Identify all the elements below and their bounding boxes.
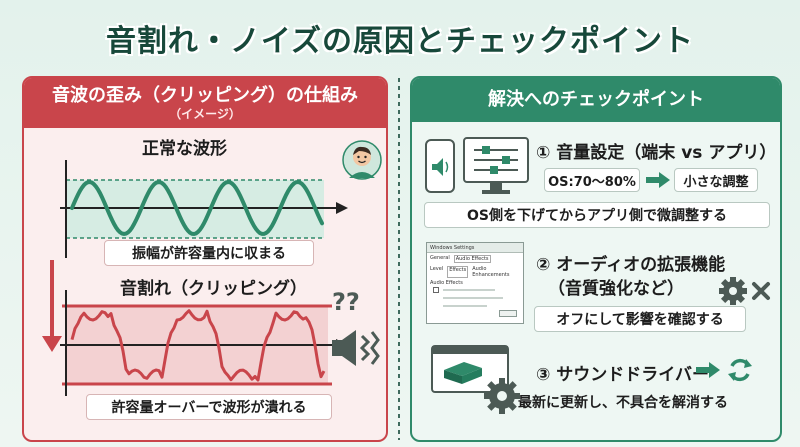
refresh-icon: [728, 358, 752, 382]
slider-knob: [482, 146, 490, 154]
os-volume-level: OS:70～80%: [544, 168, 640, 192]
dialog-checkbox: [433, 287, 439, 293]
confusion-marks: ??: [332, 288, 360, 316]
clip-wave-caption: 許容量オーバーで波形が潰れる: [86, 394, 332, 420]
panel-divider: [398, 78, 400, 440]
arrow-right-icon: [696, 362, 720, 378]
waveform-illustration: [42, 160, 348, 396]
gear-icon: [484, 378, 520, 414]
clipping-panel-heading: 音波の歪み（クリッピング）の仕組み: [52, 85, 358, 106]
slider-knob: [502, 156, 510, 164]
distorted-speaker-icon: [332, 330, 380, 366]
normal-wave-caption: 振幅が許容量内に収まる: [104, 240, 314, 266]
close-icon: [752, 282, 770, 300]
normal-x-arrow: [336, 202, 348, 214]
slider-knob: [490, 166, 498, 174]
clipping-panel-subheading: （イメージ）: [169, 107, 241, 121]
dialog-subtabs: Level Effects Audio Enhancements: [427, 265, 523, 279]
dialog-tabs: General Audio Effects: [427, 253, 523, 265]
clipping-panel: 音波の歪み（クリッピング）の仕組み （イメージ） 正常な波形 振幅が許: [22, 76, 388, 442]
listener-avatar: [342, 140, 382, 180]
arrow-right-icon: [646, 172, 670, 188]
driver-chip: [444, 362, 482, 376]
clip-wave-label: 音割れ（クリッピング）: [120, 279, 307, 299]
driver-update-icon: [431, 345, 520, 414]
checkpoint-3-title: ③ サウンドドライバー: [536, 365, 709, 385]
dialog-subtab: Effects: [447, 266, 469, 278]
gear-disable-icon: [719, 277, 770, 305]
normal-sine-wave: [70, 179, 324, 237]
checkpoint-panel-header: 解決へのチェックポイント: [412, 78, 780, 122]
app-fine-tune: 小さな調整: [674, 168, 758, 192]
dialog-titlebar: Windows Settings: [427, 243, 523, 253]
checkpoint-2-subtitle: （音質強化など）: [548, 279, 684, 299]
checkpoint-1-description: OS側を下げてからアプリ側で微調整する: [424, 202, 770, 228]
checkpoint-2-title: ② オーディオの拡張機能: [536, 255, 726, 275]
phone-speaker-icon: [432, 158, 443, 176]
checkpoint-panel: 解決へのチェックポイント ① 音量設定（端末 vs アプリ） OS:70～80%…: [410, 76, 782, 442]
page-title: 音割れ・ノイズの原因とチェックポイント: [105, 24, 695, 59]
transition-arrow-head: [42, 336, 62, 352]
checkpoint-1-title: ① 音量設定（端末 vs アプリ）: [536, 143, 777, 163]
dialog-subtab: Level: [430, 266, 444, 272]
volume-devices-icon: [425, 137, 529, 194]
audio-settings-dialog-illustration: Windows Settings General Audio Effects L…: [426, 242, 524, 324]
dialog-tab: General: [430, 255, 450, 261]
dialog-section-label: Audio Effects: [430, 280, 463, 286]
clipped-wave: [70, 309, 326, 382]
dialog-ok-button: [499, 310, 517, 317]
clipping-panel-header: 音波の歪み（クリッピング）の仕組み （イメージ）: [24, 78, 386, 128]
checkpoint-panel-heading: 解決へのチェックポイント: [488, 89, 704, 110]
normal-wave-label: 正常な波形: [142, 139, 227, 159]
dialog-subtab: Audio Enhancements: [472, 266, 510, 278]
dialog-tab: Audio Effects: [453, 255, 491, 263]
checkpoint-2-description: オフにして影響を確認する: [534, 306, 746, 332]
checkpoint-3-description: 最新に更新し、不具合を解消する: [518, 395, 728, 411]
